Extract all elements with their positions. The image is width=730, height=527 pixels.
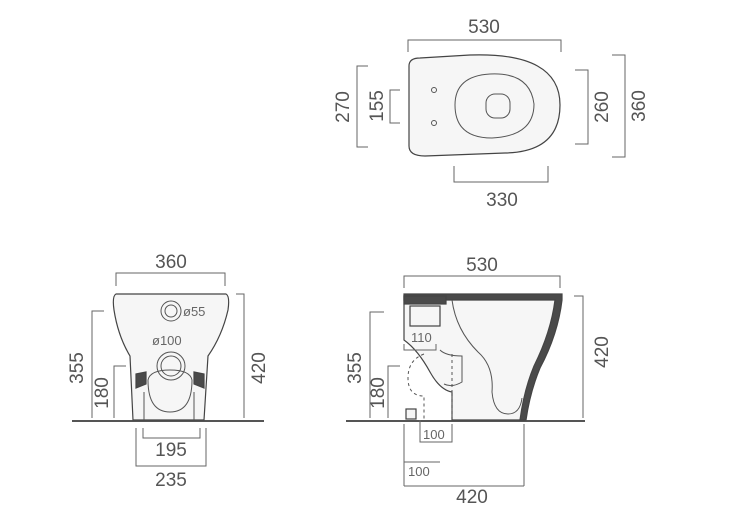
top-view-width-dim xyxy=(407,39,562,52)
front-view-outlet-diameter-label: ø100 xyxy=(152,333,182,348)
front-view-inlet-pipe-inner xyxy=(164,304,178,318)
side-view-outlet-offset-b-dim xyxy=(403,456,440,463)
front-view-base-shadow-right xyxy=(193,371,205,389)
top-view-bowl-outline xyxy=(408,54,561,157)
front-view-inlet-diameter-label: ø55 xyxy=(183,304,205,319)
front-view-inlet-height-label: 355 xyxy=(67,352,88,384)
front-view-outlet-opening xyxy=(147,369,193,413)
top-view: 530 270 155 260 360 330 xyxy=(333,17,650,211)
side-view-inlet-offset-dim xyxy=(403,344,437,351)
side-view-inlet-height-label: 355 xyxy=(345,352,366,384)
top-view-fixing-hole-upper xyxy=(431,87,437,93)
front-view-outlet-height-label: 180 xyxy=(92,377,113,409)
front-view-inlet-pipe xyxy=(160,300,182,322)
side-view-foot xyxy=(405,408,417,420)
front-view-fixing-inner-dim xyxy=(142,428,201,439)
front-view-fixing-inner-label: 195 xyxy=(155,440,187,461)
side-view-base-depth-label: 420 xyxy=(456,487,488,508)
top-view-depth-dim xyxy=(612,54,626,158)
top-view-inner-opening xyxy=(485,93,511,119)
top-view-bottom-width-label: 330 xyxy=(486,190,518,211)
front-view-body xyxy=(112,293,230,421)
front-view-height-dim xyxy=(236,293,245,418)
top-view-depth-label: 360 xyxy=(629,90,650,122)
side-view-width-label: 530 xyxy=(466,255,498,276)
front-view-base-shadow-left xyxy=(135,371,147,389)
top-view-fixing-hole-lower xyxy=(431,120,437,126)
top-view-seat-depth-label: 260 xyxy=(592,91,613,123)
top-view-side-depth-label: 270 xyxy=(333,91,354,123)
side-view-trap xyxy=(439,349,463,387)
side-view-inlet-offset-label: 110 xyxy=(411,330,432,345)
side-view-tank-top xyxy=(403,295,447,305)
side-view-outlet-offset-b-label: 100 xyxy=(408,464,430,479)
top-view-hole-spacing-label: 155 xyxy=(367,90,388,122)
side-view-width-dim xyxy=(403,275,561,288)
side-view-inlet-block xyxy=(409,305,441,327)
top-view-width-label: 530 xyxy=(468,17,500,38)
front-view-fixing-outer-label: 235 xyxy=(155,470,187,491)
front-view-outlet-pipe xyxy=(156,351,186,381)
side-view-outlet-pipe-dashed xyxy=(407,353,425,420)
side-view-height-label: 420 xyxy=(592,336,613,368)
top-view-seat-depth-dim xyxy=(575,69,589,145)
front-view-width-label: 360 xyxy=(155,252,187,273)
side-view-inlet-height-dim xyxy=(369,311,384,418)
front-view-width-dim xyxy=(115,272,226,286)
front-view: ø55 ø100 360 355 180 420 195 235 xyxy=(67,252,270,491)
top-view-seat-ring xyxy=(454,73,535,139)
top-view-bottom-width-dim xyxy=(453,166,549,183)
side-view-wall xyxy=(403,293,563,421)
side-view-height-dim xyxy=(574,295,584,418)
front-view-fixing-outer-dim xyxy=(135,428,207,467)
top-view-side-depth-dim xyxy=(356,65,368,148)
side-view-outlet-offset-a-dim xyxy=(419,428,453,443)
front-view-height-label: 420 xyxy=(249,352,270,384)
front-view-outlet-pipe-inner xyxy=(160,355,182,377)
front-view-inlet-height-dim xyxy=(91,310,104,418)
front-view-outlet-height-dim xyxy=(113,365,126,418)
side-view-bowl-curve xyxy=(451,299,523,415)
top-view-hole-spacing-dim xyxy=(389,89,400,124)
side-view: 530 355 180 110 420 100 100 420 xyxy=(345,255,613,508)
side-view-outlet-height-label: 180 xyxy=(368,377,389,409)
side-view-outlet-height-dim xyxy=(387,365,400,418)
side-view-outlet-offset-a-label: 100 xyxy=(423,427,445,442)
